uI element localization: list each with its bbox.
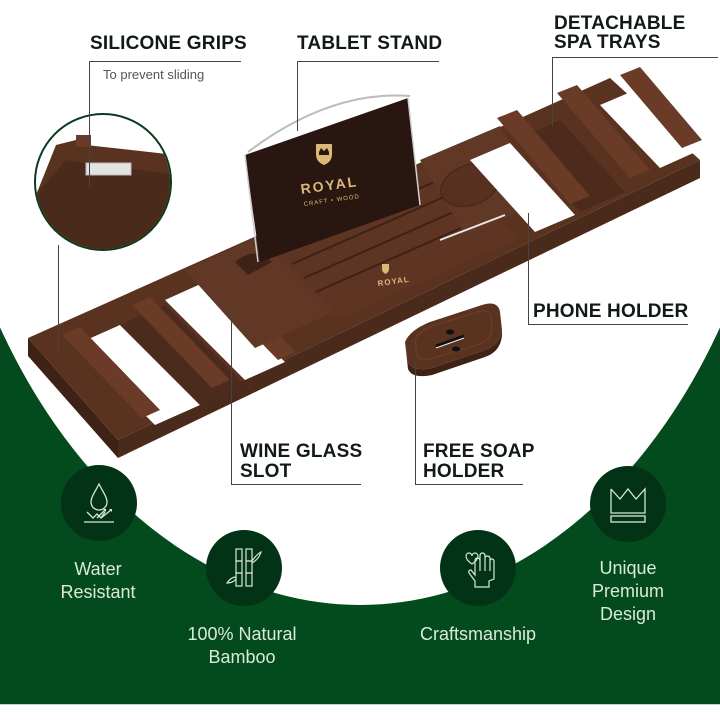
bamboo-icon [225,548,262,587]
callout-leader-line [58,245,59,355]
callout-leader-line [552,57,553,127]
silicone-grip-zoom-circle [34,113,172,251]
svg-text:ROYAL: ROYAL [300,173,359,197]
callout-spa-trays-title-2: SPA TRAYS [554,32,661,53]
feature-label-line: Design [599,604,657,624]
feature-water-resistant-label: Water Resistant [40,558,156,604]
callout-wine-glass-title-1: WINE GLASS [240,441,363,462]
royal-logo-shield [316,144,332,165]
feature-bamboo-label: 100% Natural Bamboo [170,623,314,669]
svg-text:ROYAL: ROYAL [377,275,410,288]
feature-craftsmanship-label: Craftsmanship [404,623,552,646]
callout-leader-line [231,308,232,484]
callout-silicone-grips-subtitle: To prevent sliding [103,67,205,82]
callout-underline [231,484,361,485]
soap-holder-illustration [405,303,502,377]
callout-leader-line [415,363,416,484]
callout-leader-line [528,213,529,324]
callout-underline [297,61,439,62]
callout-silicone-grips-title: SILICONE GRIPS [90,33,247,54]
feature-bamboo-badge [206,530,282,606]
callout-wine-glass-title-2: SLOT [240,461,292,482]
feature-water-resistant-badge [61,465,137,541]
water-drop-icon [84,482,114,523]
hand-heart-icon [465,552,495,588]
callout-underline [528,324,688,325]
feature-label-line: Water [74,559,122,579]
callout-underline [415,484,523,485]
callout-spa-trays-title-1: DETACHABLE [554,13,686,34]
feature-label-line: Craftsmanship [419,624,537,644]
callout-leader-line [297,61,298,131]
grip-detail-illustration [36,135,170,249]
feature-craftsmanship-badge [440,530,516,606]
feature-label-line: Resistant [60,582,136,602]
crown-icon [610,487,646,523]
feature-label-line: Bamboo [208,647,276,667]
feature-premium-design-badge [590,466,666,542]
callout-soap-holder-title-2: HOLDER [423,461,505,482]
feature-label-line: Premium [591,581,664,601]
callout-underline [552,57,718,58]
feature-label-line: 100% Natural [187,624,297,644]
callout-underline [89,61,241,62]
callout-tablet-stand-title: TABLET STAND [297,33,443,54]
callout-phone-holder-title: PHONE HOLDER [533,301,689,322]
feature-label-line: Unique [599,558,657,578]
feature-premium-design-label: Unique Premium Design [572,557,684,626]
callout-soap-holder-title-1: FREE SOAP [423,441,535,462]
bottom-strip [0,704,720,720]
callout-leader-line [89,61,90,187]
